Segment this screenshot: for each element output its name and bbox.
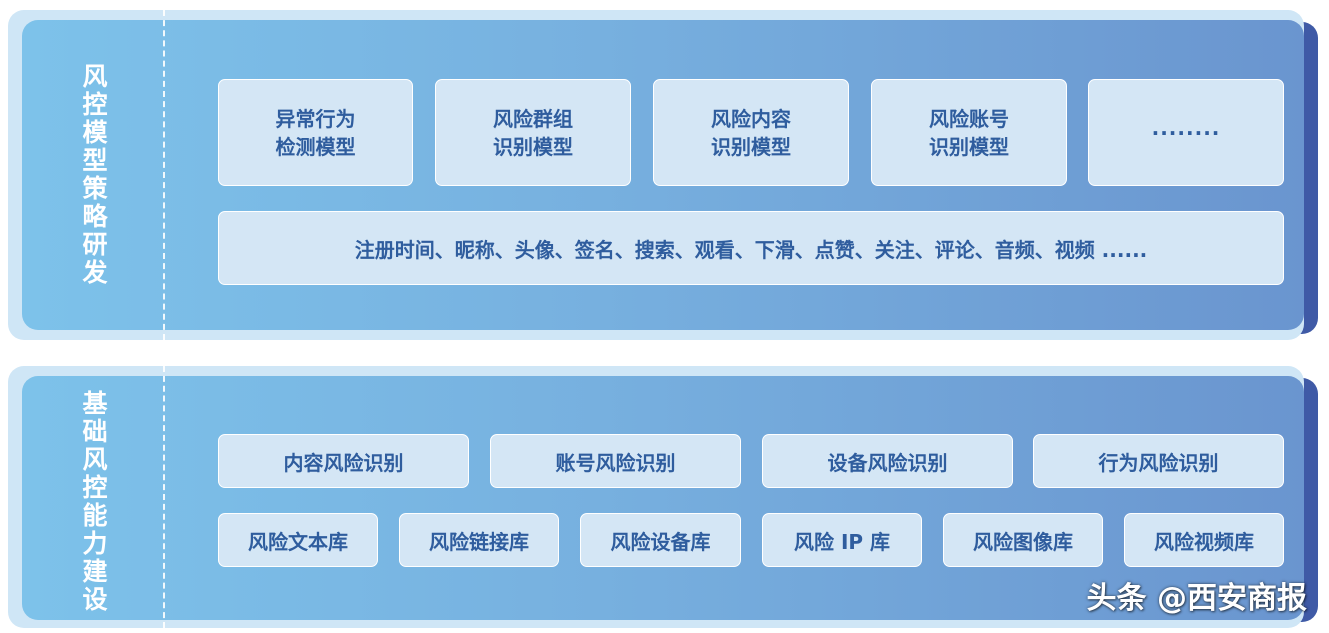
library-label: 风险文本库 [248, 529, 348, 554]
model-box-more: ········ [1088, 79, 1284, 186]
model-box-risk-group: 风险群组 识别模型 [435, 79, 631, 186]
model-box-ellipsis: ········ [1151, 120, 1221, 145]
bottom-label-char: 础 [82, 417, 108, 446]
top-label-char: 略 [82, 202, 108, 231]
capability-box-device: 设备风险识别 [762, 434, 1013, 488]
capability-label: 行为风险识别 [1098, 450, 1219, 475]
capability-box-behavior: 行为风险识别 [1033, 434, 1284, 488]
model-box-line: 识别模型 [711, 134, 791, 159]
bottom-label-char: 控 [82, 473, 108, 502]
bottom-label-char: 能 [82, 501, 108, 530]
bottom-divider [163, 366, 165, 628]
top-label-char: 模 [82, 118, 108, 147]
library-box-text: 风险文本库 [218, 513, 378, 567]
model-box-line: 风险内容 [711, 106, 791, 131]
library-label: 风险链接库 [429, 529, 529, 554]
features-text: 注册时间、昵称、头像、签名、搜索、观看、下滑、点赞、关注、评论、音频、视频 ..… [354, 237, 1148, 262]
model-box-line: 识别模型 [929, 134, 1009, 159]
top-label-char: 研 [82, 230, 108, 259]
capability-box-content: 内容风险识别 [218, 434, 469, 488]
model-box-risk-content: 风险内容 识别模型 [653, 79, 849, 186]
model-box-abnormal-behavior: 异常行为 检测模型 [218, 79, 413, 186]
top-label-char: 风 [82, 62, 108, 91]
bottom-label-char: 风 [82, 445, 108, 474]
library-label: 风险图像库 [973, 529, 1073, 554]
library-box-ip: 风险 IP 库 [762, 513, 922, 567]
capability-box-account: 账号风险识别 [490, 434, 741, 488]
watermark: 头条 @西安商报 [1086, 581, 1307, 616]
library-label: 风险设备库 [610, 529, 711, 554]
top-label-char: 型 [82, 146, 108, 175]
model-box-risk-account: 风险账号 识别模型 [871, 79, 1067, 186]
capability-label: 内容风险识别 [283, 450, 404, 475]
bottom-label-char: 建 [82, 557, 108, 586]
features-bar: 注册时间、昵称、头像、签名、搜索、观看、下滑、点赞、关注、评论、音频、视频 ..… [218, 211, 1284, 285]
capability-label: 设备风险识别 [827, 450, 948, 475]
top-divider [163, 10, 165, 340]
bottom-label-char: 基 [82, 389, 108, 418]
model-box-line: 异常行为 [275, 106, 356, 131]
capability-label: 账号风险识别 [555, 450, 676, 475]
bottom-label-char: 设 [82, 585, 108, 614]
model-box-line: 风险群组 [493, 106, 573, 131]
library-label: 风险 IP 库 [793, 529, 891, 554]
library-label: 风险视频库 [1154, 529, 1254, 554]
model-box-line: 检测模型 [275, 134, 356, 159]
library-box-image: 风险图像库 [943, 513, 1103, 567]
model-box-line: 识别模型 [493, 134, 573, 159]
top-label-char: 策 [82, 174, 108, 203]
top-label-char: 控 [82, 90, 108, 119]
bottom-panel: 基 础 风 控 能 力 建 设 [22, 376, 1304, 620]
bottom-label-char: 力 [82, 529, 108, 558]
library-box-device: 风险设备库 [580, 513, 741, 567]
library-box-video: 风险视频库 [1124, 513, 1284, 567]
library-box-link: 风险链接库 [399, 513, 559, 567]
top-label-char: 发 [82, 258, 108, 287]
model-box-line: 风险账号 [929, 106, 1009, 131]
top-section-label: 风 控 模 型 策 略 研 发 [30, 20, 160, 330]
bottom-section-label: 基 础 风 控 能 力 建 设 [30, 382, 160, 620]
